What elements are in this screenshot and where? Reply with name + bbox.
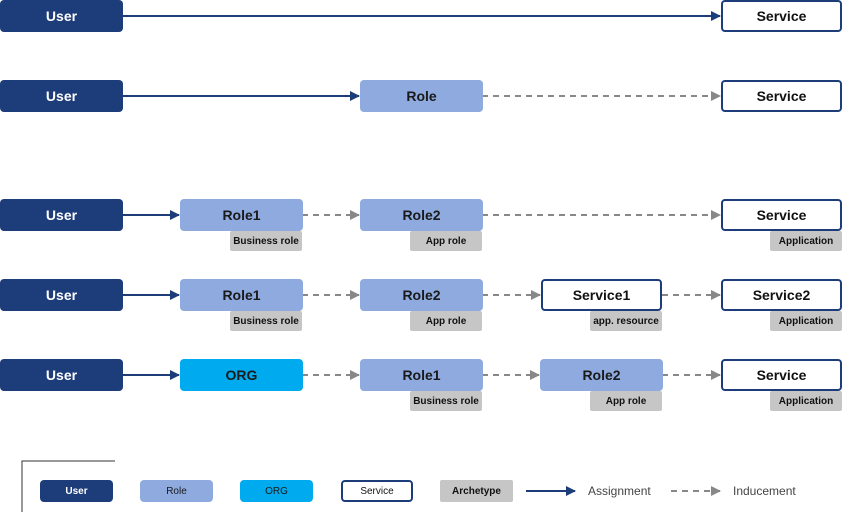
user-node: User	[0, 80, 123, 112]
legend-frame	[21, 460, 115, 512]
service1-node: Service1	[541, 279, 662, 311]
archetype-label: app. resource	[590, 311, 662, 331]
service-node: Service	[721, 80, 842, 112]
archetype-label: App role	[590, 391, 662, 411]
archetype-label: App role	[410, 231, 482, 251]
role2-node: Role2	[540, 359, 663, 391]
archetype-label: App role	[410, 311, 482, 331]
role1-node: Role1	[180, 199, 303, 231]
legend-role-swatch: Role	[140, 480, 213, 502]
service-node: Service	[721, 199, 842, 231]
legend-assignment-label: Assignment	[588, 484, 651, 498]
archetype-label: Business role	[230, 231, 302, 251]
archetype-label: Business role	[230, 311, 302, 331]
legend-user-swatch: User	[40, 480, 113, 502]
role-node: Role	[360, 80, 483, 112]
role2-node: Role2	[360, 199, 483, 231]
archetype-label: Application	[770, 311, 842, 331]
legend-archetype-swatch: Archetype	[440, 480, 513, 502]
archetype-label: Business role	[410, 391, 482, 411]
role1-node: Role1	[360, 359, 483, 391]
archetype-label: Application	[770, 231, 842, 251]
role2-node: Role2	[360, 279, 483, 311]
user-node: User	[0, 279, 123, 311]
service2-node: Service2	[721, 279, 842, 311]
user-node: User	[0, 359, 123, 391]
archetype-label: Application	[770, 391, 842, 411]
legend-org-swatch: ORG	[240, 480, 313, 502]
service-node: Service	[721, 0, 842, 32]
legend-inducement-label: Inducement	[733, 484, 796, 498]
role1-node: Role1	[180, 279, 303, 311]
user-node: User	[0, 0, 123, 32]
legend-service-swatch: Service	[341, 480, 413, 502]
org-node: ORG	[180, 359, 303, 391]
user-node: User	[0, 199, 123, 231]
service-node: Service	[721, 359, 842, 391]
